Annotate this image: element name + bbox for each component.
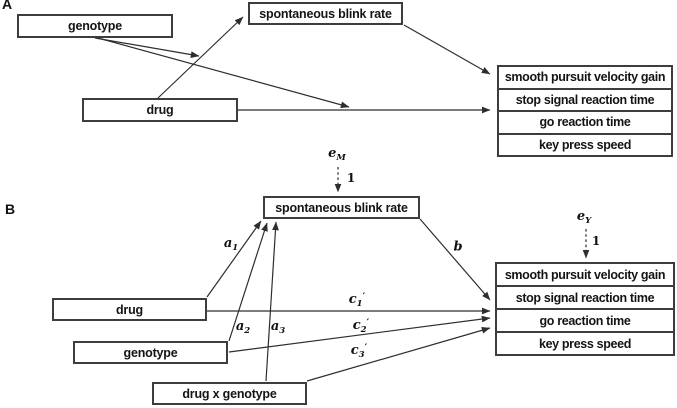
panel-a-label: A [2,0,13,12]
b-genotype-box: genotype [73,341,228,364]
error-loading-outcome: 1 [591,234,601,248]
error-loading-mediator: 1 [346,171,356,185]
arrow-b-b [419,218,491,301]
a-drug-box: drug [82,98,238,122]
path-label-a1: a1 [223,236,239,253]
b-outcome-row: go reaction time [497,308,673,331]
a-blink-rate-box: spontaneous blink rate [248,2,403,25]
path-label-c1: c1′ [348,292,366,309]
arrow-a-genotype-to-outcome-path [97,37,350,109]
b-outcomes-box: smooth pursuit velocity gain stop signal… [495,262,675,356]
path-label-a2: a2 [235,319,251,336]
path-label-c3: c3′ [350,343,368,360]
arrow-a-blink-to-outcomes [403,24,491,75]
b-outcome-row: key press speed [497,331,673,354]
panel-b-label: B [5,201,16,217]
a-genotype-box: genotype [17,14,173,38]
a-outcome-row: go reaction time [499,110,671,133]
a-outcomes-box: smooth pursuit velocity gain stop signal… [497,65,673,157]
b-interaction-box: drug x genotype [152,382,307,405]
path-label-c2: c2′ [352,318,370,335]
arrow-b-a3 [265,221,279,382]
arrow-b-a1 [206,220,262,298]
b-outcome-row: stop signal reaction time [497,285,673,308]
arrow-b-c3 [306,327,491,382]
error-term-outcome-label: eY [576,209,592,226]
a-outcome-row: stop signal reaction time [499,87,671,111]
error-term-mediator-label: eM [328,146,346,163]
a-outcome-row: key press speed [499,132,671,156]
b-outcome-row: smooth pursuit velocity gain [504,267,666,282]
path-label-a3: a3 [270,319,286,336]
a-outcome-row: smooth pursuit velocity gain [504,70,666,85]
arrow-a-genotype-to-mediation-path [94,37,200,58]
b-blink-rate-box: spontaneous blink rate [263,196,420,219]
b-drug-box: drug [52,298,207,321]
path-label-b: b [453,239,463,255]
